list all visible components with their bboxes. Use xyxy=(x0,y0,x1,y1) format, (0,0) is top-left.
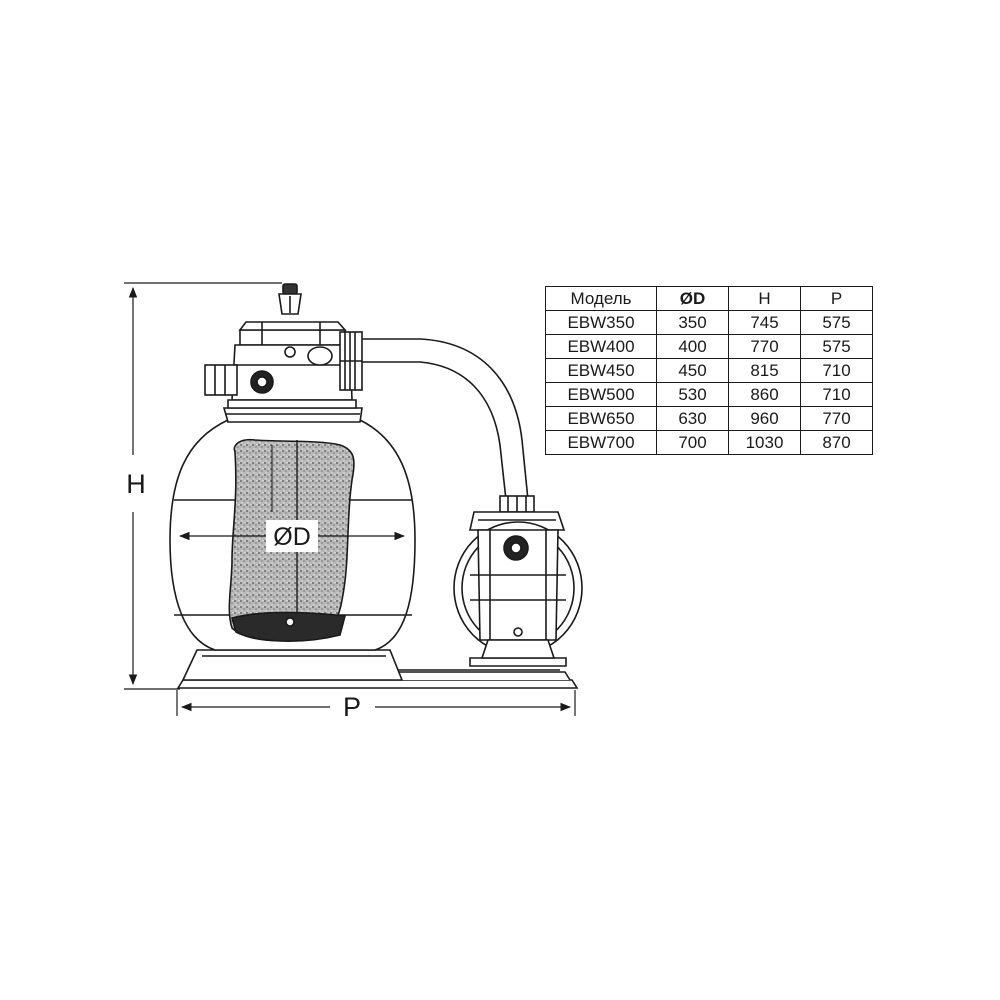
table-header-row: Модель ØD H P xyxy=(545,286,873,311)
cell-diameter: 700 xyxy=(656,430,729,455)
cell-width: 575 xyxy=(800,310,873,335)
cell-diameter: 400 xyxy=(656,334,729,359)
model-spec-table: Модель ØD H P EBW350 350 745 575 EBW400 … xyxy=(545,286,873,455)
cell-height: 860 xyxy=(728,382,801,407)
cell-diameter: 530 xyxy=(656,382,729,407)
table-row: EBW450 450 815 710 xyxy=(545,358,873,383)
table-row: EBW700 700 1030 870 xyxy=(545,430,873,455)
cell-model: EBW650 xyxy=(545,406,657,431)
diameter-label-bg xyxy=(266,520,318,552)
pump xyxy=(453,495,583,667)
height-label: H xyxy=(126,469,146,499)
table-row: EBW650 630 960 770 xyxy=(545,406,873,431)
diameter-label: ØD xyxy=(273,523,311,551)
cell-height: 960 xyxy=(728,406,801,431)
cell-height: 1030 xyxy=(728,430,801,455)
height-dimension xyxy=(124,282,282,690)
cell-width: 575 xyxy=(800,334,873,359)
cell-height: 745 xyxy=(728,310,801,335)
col-header-diameter: ØD xyxy=(656,286,729,311)
table-row: EBW350 350 745 575 xyxy=(545,310,873,335)
cell-height: 815 xyxy=(728,358,801,383)
connecting-hose xyxy=(362,338,529,501)
col-header-height: H xyxy=(728,286,801,311)
col-header-model: Модель xyxy=(545,286,657,311)
cell-model: EBW400 xyxy=(545,334,657,359)
cell-model: EBW500 xyxy=(545,382,657,407)
cell-diameter: 630 xyxy=(656,406,729,431)
width-dimension xyxy=(176,690,576,716)
table-row: EBW400 400 770 575 xyxy=(545,334,873,359)
table-row: EBW500 530 860 710 xyxy=(545,382,873,407)
cell-diameter: 350 xyxy=(656,310,729,335)
cell-width: 770 xyxy=(800,406,873,431)
cell-width: 710 xyxy=(800,358,873,383)
cell-model: EBW350 xyxy=(545,310,657,335)
cell-diameter: 450 xyxy=(656,358,729,383)
cell-model: EBW450 xyxy=(545,358,657,383)
cell-height: 770 xyxy=(728,334,801,359)
cell-width: 870 xyxy=(800,430,873,455)
cell-width: 710 xyxy=(800,382,873,407)
cell-model: EBW700 xyxy=(545,430,657,455)
multiport-valve xyxy=(204,283,363,409)
width-label: P xyxy=(343,692,361,722)
col-header-width: P xyxy=(800,286,873,311)
